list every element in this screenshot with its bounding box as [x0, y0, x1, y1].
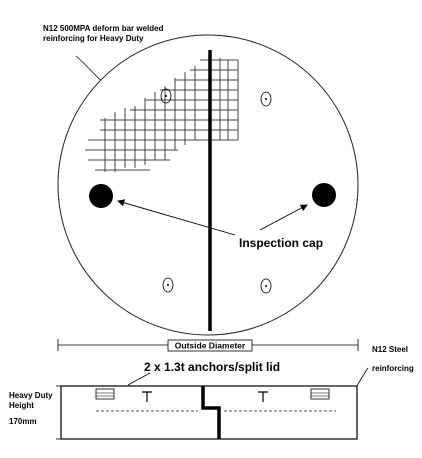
reinforcing-grid — [85, 58, 239, 172]
inspection-cap-left — [89, 184, 113, 208]
inspection-arrow-right — [259, 204, 308, 231]
height-label-line1: Heavy Duty — [9, 391, 53, 400]
anchors-label: 2 x 1.3t anchors/split lid — [144, 360, 280, 374]
anchor-point-bottom-left — [162, 277, 174, 293]
outside-diameter-label: Outside Diameter — [175, 341, 246, 351]
height-value: 170mm — [9, 417, 37, 426]
steel-label-line2: reinforcing — [372, 364, 414, 373]
inspection-arrow-left — [117, 199, 236, 236]
height-label-line2: Height — [9, 401, 34, 410]
outside-diameter-dimension — [57, 339, 359, 352]
lid-cross-section — [60, 385, 358, 440]
anchor-point-top-right — [260, 91, 272, 107]
height-dimension — [56, 385, 66, 440]
reinforcing-label-line2: reinforcing for Heavy Duty — [43, 34, 144, 43]
steel-label-line1: N12 Steel — [372, 345, 408, 354]
anchor-point-bottom-right — [260, 278, 272, 294]
anchor-point-top-left — [160, 88, 172, 104]
inspection-cap-label: Inspection cap — [239, 236, 323, 250]
reinforcing-label-line1: N12 500MPA deform bar welded — [43, 24, 164, 33]
inspection-cap-right — [312, 183, 336, 207]
